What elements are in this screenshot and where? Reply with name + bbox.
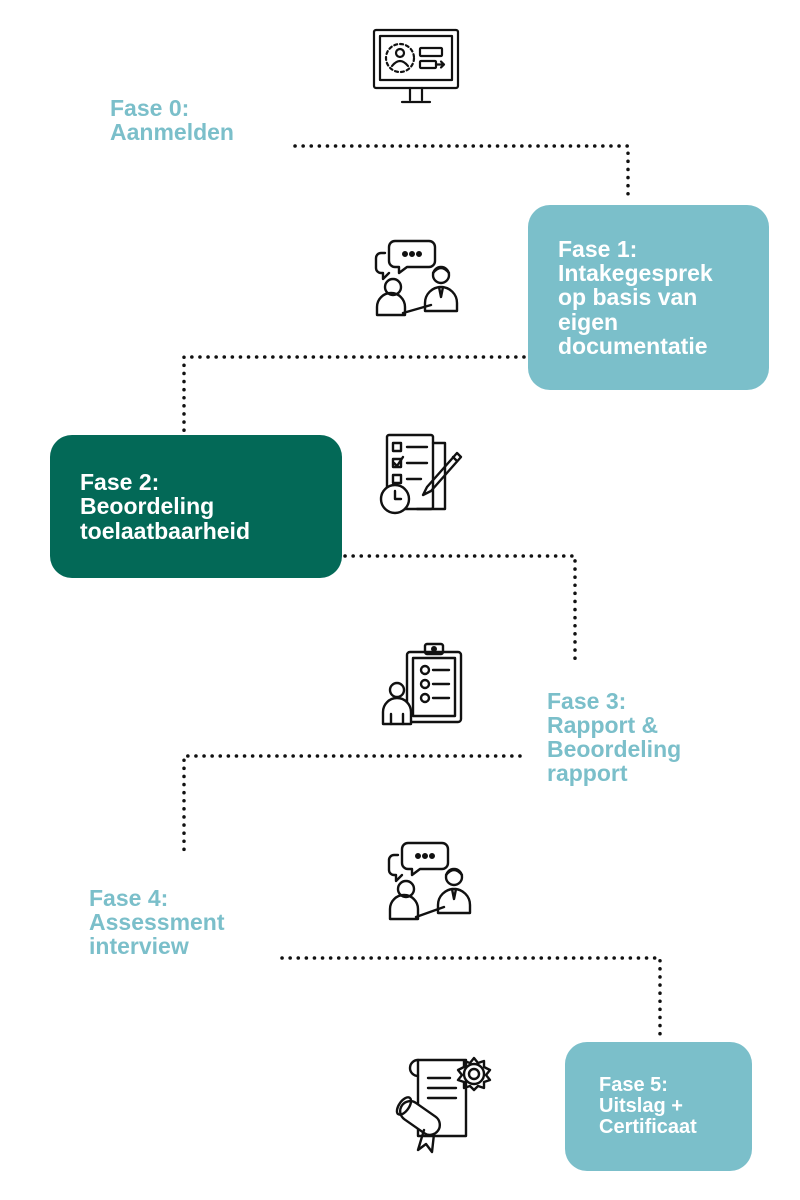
connector-0-1	[293, 144, 630, 200]
phase-5-label: Fase 5: Uitslag + Certificaat	[599, 1074, 697, 1138]
connector-4-5	[280, 956, 662, 1042]
certificate-diploma-icon	[384, 1050, 496, 1162]
phase-1-label: Fase 1: Intakegesprek op basis van eigen…	[558, 236, 713, 359]
phase-3-label: Fase 3: Rapport & Beoordeling rapport	[547, 688, 682, 787]
consultation-chat-icon	[373, 235, 463, 319]
connector-3-4	[182, 754, 522, 854]
phase-4-label: Fase 4: Assessment interview	[89, 885, 225, 960]
computer-profile-icon	[372, 28, 460, 108]
phase-1-box: Fase 1: Intakegesprek op basis van eigen…	[528, 205, 769, 390]
checklist-clock-icon	[377, 433, 467, 521]
clipboard-person-icon	[381, 640, 465, 726]
phase-0-label: Fase 0: Aanmelden	[110, 95, 234, 146]
phase-2-label: Fase 2: Beoordeling toelaatbaarheid	[80, 469, 250, 544]
phase-5-box: Fase 5: Uitslag + Certificaat	[565, 1042, 752, 1171]
connector-1-2	[182, 355, 526, 434]
phase-2-box: Fase 2: Beoordeling toelaatbaarheid	[50, 435, 342, 578]
interview-chat-icon	[386, 839, 476, 923]
